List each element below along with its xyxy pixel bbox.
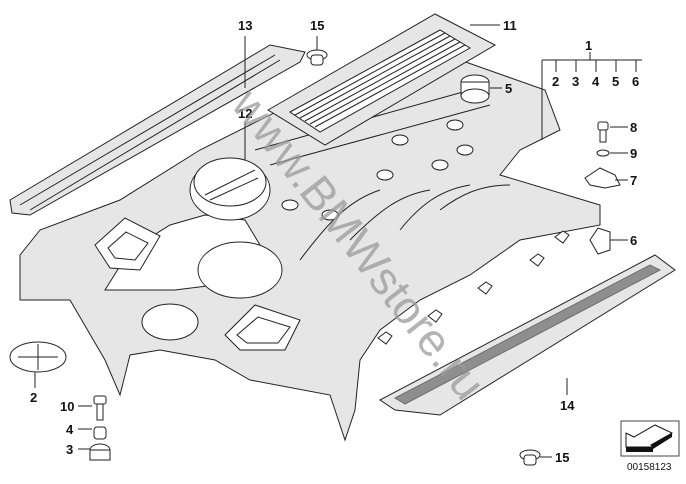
label-5-grommet: 5 [505,81,512,96]
label-13: 13 [238,18,252,33]
label-2-emblem: 2 [30,390,37,405]
label-1: 1 [585,38,592,53]
spacer-sleeve-4[interactable] [93,426,107,440]
left-side-trim[interactable] [9,44,306,216]
label-4-sleeve: 4 [66,422,74,437]
label-9: 9 [630,146,637,161]
bolt-10[interactable] [93,395,107,421]
arrow-back-icon[interactable] [625,424,674,452]
label-6-clip: 6 [630,233,637,248]
label-8: 8 [630,120,637,135]
oil-filler-cap[interactable] [189,157,271,221]
grommet-5[interactable] [460,74,490,104]
emblem[interactable] [9,341,67,373]
leader-lines [34,24,642,458]
clip-6[interactable] [589,227,611,255]
label-3-mount: 3 [66,442,73,457]
rivet-15-bottom[interactable] [519,449,541,466]
right-side-trim[interactable] [379,254,676,416]
label-5: 5 [612,74,619,89]
screw-8[interactable] [597,121,609,143]
bracket-7[interactable] [584,167,621,189]
cover-plate[interactable] [267,13,497,146]
rivet-15-top[interactable] [306,49,328,66]
label-11: 11 [503,18,517,33]
label-10: 10 [60,399,74,414]
label-15-top: 15 [310,18,324,33]
rubber-mount-3[interactable] [89,443,111,461]
label-2: 2 [552,74,559,89]
callout-labels: 1 2 3 4 5 6 13 15 11 5 12 8 9 7 6 2 10 4… [30,18,639,465]
label-4: 4 [592,74,600,89]
label-15-bottom: 15 [555,450,569,465]
document-id: 00158123 [627,462,672,473]
acoustic-cover[interactable] [19,59,601,442]
label-3: 3 [572,74,579,89]
label-12: 12 [238,106,252,121]
washer-9[interactable] [596,149,610,157]
navigation-box[interactable] [620,420,680,457]
label-14: 14 [560,398,575,413]
cover-holes [281,119,474,221]
clips [377,230,570,345]
label-6: 6 [632,74,639,89]
label-7: 7 [630,173,637,188]
